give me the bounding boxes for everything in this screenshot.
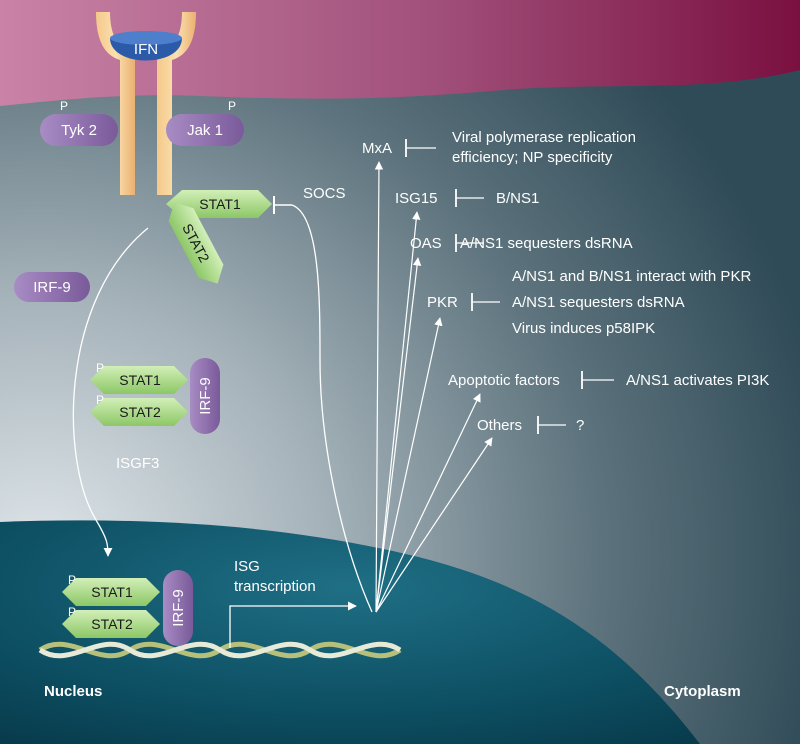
isg15-inhibitor: B/NS1	[496, 190, 539, 207]
nuclear-stat2-label: STAT2	[91, 616, 133, 632]
tyk2-label: Tyk 2	[61, 122, 97, 139]
oas-inhibitor: A/NS1 sequesters dsRNA	[460, 235, 633, 252]
ifn-ligand-top	[110, 31, 182, 45]
isgf3-irf9-label: IRF-9	[197, 377, 214, 415]
isgf3-stat1	[90, 366, 188, 394]
cytoplasm-label: Cytoplasm	[664, 683, 741, 700]
nuclear-stat2	[62, 610, 160, 638]
isg-effector-arrows	[374, 161, 493, 613]
jak1-kinase	[166, 114, 244, 146]
pkr-inhibitor-line2: A/NS1 sequesters dsRNA	[512, 294, 685, 311]
transcription-arrow	[229, 601, 357, 648]
arrow-to-pkr	[375, 317, 443, 613]
tyk2-kinase	[40, 114, 118, 146]
stat1-docked-label: STAT1	[199, 196, 241, 212]
mxa-inhibitor-line2: efficiency; NP specificity	[452, 149, 613, 166]
irf9-free-label: IRF-9	[33, 279, 71, 296]
irf9-free	[14, 272, 90, 302]
nuclear-stat2-phospho: P	[68, 605, 76, 619]
arrow-to-others	[375, 437, 493, 613]
apoptotic-label: Apoptotic factors	[448, 372, 560, 389]
isgf3-stat2	[90, 398, 188, 426]
mxa-label: MxA	[362, 140, 392, 157]
transcription-label-line1: ISG	[234, 558, 260, 575]
nucleus-label: Nucleus	[44, 683, 102, 700]
isg15-label: ISG15	[395, 190, 438, 207]
pkr-label: PKR	[427, 294, 458, 311]
nuclear-stat1-label: STAT1	[91, 584, 133, 600]
arrow-to-mxa	[374, 161, 384, 613]
jak1-phospho: P	[228, 99, 236, 113]
translocation-arrow	[72, 227, 149, 557]
isgf3-irf9	[190, 358, 220, 434]
others-label: Others	[477, 417, 522, 434]
dna-helix	[38, 641, 402, 659]
tyk2-phospho: P	[60, 99, 68, 113]
receptor-chain-right	[157, 12, 196, 195]
receptor-chain-left	[96, 12, 135, 195]
arrow-to-apoptotic	[375, 393, 481, 613]
isgf3-stat2-label: STAT2	[119, 404, 161, 420]
isgf3-stat2-phospho: P	[96, 393, 104, 407]
cell-membrane	[0, 0, 800, 106]
socs-feedback-line	[291, 204, 373, 613]
oas-label: OAS	[410, 235, 442, 252]
isgf3-stat1-phospho: P	[96, 361, 104, 375]
jak1-label: Jak 1	[187, 122, 223, 139]
pkr-inhibitor-line1: A/NS1 and B/NS1 interact with PKR	[512, 268, 751, 285]
arrow-to-isg15	[375, 211, 421, 613]
mxa-inhibitor-line1: Viral polymerase replication	[452, 129, 636, 146]
apoptotic-inhibitor: A/NS1 activates PI3K	[626, 372, 769, 389]
nuclear-irf9	[163, 570, 193, 646]
isgf3-label: ISGF3	[116, 455, 159, 472]
ifn-label: IFN	[134, 41, 158, 58]
nuclear-irf9-label: IRF-9	[170, 589, 187, 627]
socs-label: SOCS	[303, 185, 346, 202]
isgf3-stat1-label: STAT1	[119, 372, 161, 388]
nuclear-stat1	[62, 578, 160, 606]
pkr-inhibitor-line3: Virus induces p58IPK	[512, 320, 655, 337]
arrow-to-oas	[375, 257, 422, 613]
transcription-label-line2: transcription	[234, 578, 316, 595]
others-inhibitor: ?	[576, 417, 584, 434]
nuclear-stat1-phospho: P	[68, 573, 76, 587]
